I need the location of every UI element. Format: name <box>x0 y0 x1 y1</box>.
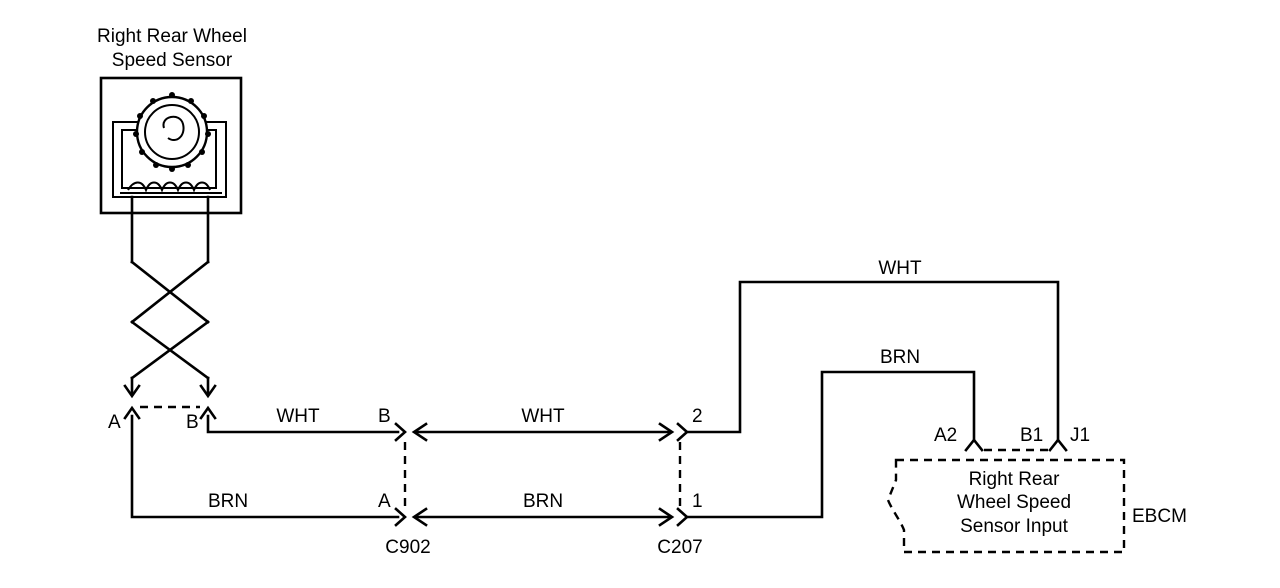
brn-double-arrow-icon <box>411 507 675 527</box>
brn-wire-sensor-to-c902 <box>130 414 400 519</box>
ebcm-connector-label: J1 <box>1070 425 1090 446</box>
c902-pin-a-label: A <box>378 491 391 512</box>
brn-wire-label-2: BRN <box>523 491 563 512</box>
c207-pin-1-label: 1 <box>692 491 703 512</box>
sensor-pin-b-label: B <box>186 412 199 433</box>
ebcm-input-line1: Right Rear <box>969 469 1060 490</box>
ebcm-module-box <box>886 458 1126 554</box>
ebcm-module-label: EBCM <box>1132 506 1187 527</box>
sensor-title-line2: Speed Sensor <box>112 50 233 71</box>
c902-pin-b-label: B <box>378 406 391 427</box>
ebcm-pin-a2-label: A2 <box>934 425 957 446</box>
c902-name-label: C902 <box>385 537 430 558</box>
ebcm-input-line2: Wheel Speed <box>957 492 1071 513</box>
ebcm-pin-b1-label: B1 <box>1020 425 1043 446</box>
sensor-title-line1: Right Rear Wheel <box>97 26 247 47</box>
wht-double-arrow-icon <box>411 422 675 442</box>
brn-wire-c207-to-ebcm <box>685 370 976 519</box>
ebcm-pin-connectors <box>964 437 1068 452</box>
brn-wire-label-1: BRN <box>208 491 248 512</box>
wht-wire-c207-to-ebcm <box>685 280 1060 442</box>
c207-pin-2-label: 2 <box>692 406 703 427</box>
c207-connector <box>676 422 689 527</box>
wheel-speed-sensor-icon <box>99 76 243 215</box>
wht-wire-label-1: WHT <box>276 406 320 427</box>
c902-connector <box>394 422 407 527</box>
sensor-connector-arrows-icon <box>123 384 217 420</box>
c207-name-label: C207 <box>657 537 702 558</box>
wht-wire-sensor-to-c902 <box>206 414 400 434</box>
ebcm-input-line3: Sensor Input <box>960 516 1068 537</box>
twisted-pair-leads <box>130 195 210 395</box>
sensor-pin-a-label: A <box>108 412 121 433</box>
wht-wire-label-3: WHT <box>878 258 922 279</box>
wht-wire-label-2: WHT <box>521 406 565 427</box>
brn-wire-label-3: BRN <box>880 347 920 368</box>
